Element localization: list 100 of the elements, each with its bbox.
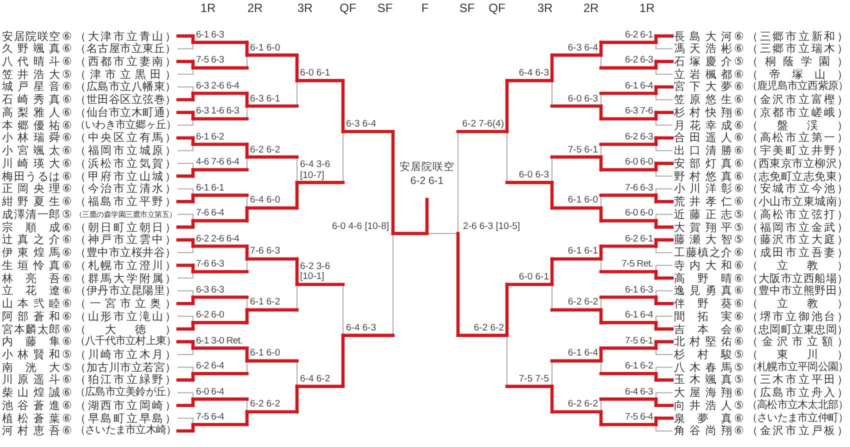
score-label: 6-0 6-1	[518, 272, 549, 283]
player-name: 正岡央理	[2, 182, 60, 196]
school-name: （金沢市立富樫）	[747, 93, 848, 106]
score-label: 6-2 3-6 [10-1]	[300, 262, 332, 283]
score-label: 7-5 6-4	[196, 412, 224, 424]
school-name: （加古川市立若宮）	[75, 360, 176, 374]
grade-mark: ⑤	[62, 360, 73, 374]
grade-mark: ⑥	[62, 386, 73, 400]
round-header: QF	[340, 1, 356, 15]
grade-mark: ⑥	[734, 30, 745, 42]
player-name: 宮下大夢	[674, 80, 732, 94]
school-name: （豊中市立熊野田）	[747, 284, 848, 298]
player-name: 植松蒼葉	[2, 412, 60, 425]
grade-mark: ⑥	[62, 30, 73, 42]
school-name: （高松市立第一）	[747, 131, 848, 144]
round-header: SF	[459, 1, 475, 15]
school-name: （小山市立東城南）	[747, 195, 848, 208]
player-name: 笠井浩大	[2, 68, 60, 81]
player-name: 玉木颯真	[674, 373, 732, 386]
grade-mark: ⑤	[734, 360, 745, 374]
grade-mark: ⑥	[734, 246, 745, 260]
score-label: 6-0 6-3	[518, 170, 549, 181]
round-header: 3R	[537, 1, 553, 15]
player-name: 近藤正志	[674, 208, 732, 221]
grade-mark: ⑥	[734, 335, 745, 348]
player-name: 笠原悠生	[674, 93, 732, 106]
school-name: （志免町立志免東）	[747, 170, 848, 183]
school-name: （大阪市立西船場）	[747, 272, 848, 285]
score-label: 6-1 6-3	[196, 30, 224, 41]
player-name: 工藤槙之介	[674, 246, 732, 260]
score-label: 6-1 6-3	[624, 285, 653, 296]
grade-mark: ⑥	[62, 335, 73, 348]
grade-mark: ⑤	[734, 233, 745, 246]
player-name: 高野晴	[674, 272, 732, 285]
school-name: （いわき市立郷ヶ丘）	[75, 118, 176, 132]
grade-mark: ⑥	[62, 42, 73, 56]
grade-mark: ⑥	[734, 182, 745, 196]
grade-mark: ⑤	[734, 348, 745, 361]
grade-mark: ⑥	[62, 170, 73, 183]
grade-mark: ⑥	[734, 93, 745, 106]
school-name: （広島市立美鈴が丘）	[75, 386, 176, 400]
round-header: 1R	[639, 1, 655, 15]
grade-mark: ⑤	[734, 208, 745, 221]
score-label: 4-6 7-6 6-4	[196, 158, 240, 168]
school-name: （京都市立嵯峨）	[747, 106, 848, 119]
score-label: 6-0 4-6 [10-8]	[332, 222, 389, 233]
score-label: 6-2 6-1	[624, 30, 653, 41]
player-name: 小林賢和	[2, 348, 60, 361]
school-name: （広島市立八幡東）	[75, 80, 176, 94]
score-label: 7-6 6-3	[196, 260, 224, 270]
score-label: 7-5 6-1	[568, 145, 598, 156]
grade-mark: ⑤	[62, 348, 73, 361]
grade-mark: ⑥	[734, 68, 745, 81]
school-name: （藤沢市立大庭）	[747, 233, 848, 246]
grade-mark: ⑥	[734, 156, 745, 170]
score-label: 7-5 6-1	[624, 336, 653, 347]
player-name: 林亮吾	[2, 272, 60, 285]
school-name: （湖西市立岡崎）	[75, 398, 176, 412]
grade-mark: ⑥	[734, 284, 745, 298]
score-label: 7-5 Ret.	[622, 260, 653, 270]
score-label: 6-0 6-4	[196, 387, 224, 398]
player-name: 八木春馬	[674, 360, 732, 374]
school-name: （群馬大学附属）	[75, 272, 176, 285]
score-label: 6-2 6-4	[196, 362, 224, 372]
school-name: （札幌市立澄川）	[75, 258, 176, 272]
score-label: 6-3 1-6 6-3	[196, 106, 240, 118]
school-name: （早島町立早島）	[75, 412, 176, 425]
school-name: （大津市立青山）	[75, 30, 176, 42]
grade-mark: ⑥	[62, 106, 73, 119]
school-name: （成田市立吾妻）	[747, 246, 848, 260]
school-name: （中央区立有馬）	[75, 131, 176, 144]
grade-mark: ⑥	[62, 258, 73, 272]
grade-mark: ⑥	[734, 42, 745, 56]
grade-mark: ⑥	[62, 131, 73, 144]
school-name: （安城市立今池）	[747, 182, 848, 196]
player-name: 寺内大和	[674, 258, 732, 272]
player-name: 生垣怜真	[2, 258, 60, 272]
grade-mark: ⑥	[62, 272, 73, 285]
school-name: （宇美町立井野）	[747, 144, 848, 158]
school-name: （豊中市立桜井谷）	[75, 246, 176, 260]
player-name: 野村悠真	[674, 170, 732, 183]
grade-mark: ⑥	[62, 93, 73, 106]
school-name: （広島市立舟入）	[747, 386, 848, 400]
school-name: （福岡市立金武）	[747, 220, 848, 234]
school-name: （一宮市立奥）	[75, 297, 176, 310]
school-name: （八千代市立村上東）	[75, 335, 176, 348]
player-name: 川崎瑛大	[2, 156, 60, 170]
score-label: 6-4 6-3	[624, 387, 653, 398]
school-name: （甲府市立山城）	[75, 170, 176, 183]
score-label: 6-2 7-6(4)	[461, 120, 504, 130]
score-label: 2-6 6-3 [10-5]	[463, 222, 520, 233]
player-name: 月花幸成	[674, 118, 732, 132]
score-label: 6-3 6-4	[346, 120, 378, 130]
score-label: 6-2 6-2	[568, 400, 598, 410]
score-label: 6-1 6-0	[250, 348, 280, 360]
player-name: 阿部蒼和	[2, 310, 60, 323]
grade-mark: ⑥	[62, 310, 73, 323]
player-name: 本郷優祐	[2, 118, 60, 132]
grade-mark: ⑥	[734, 170, 745, 183]
score-label: 6-0 6-3	[568, 94, 598, 105]
